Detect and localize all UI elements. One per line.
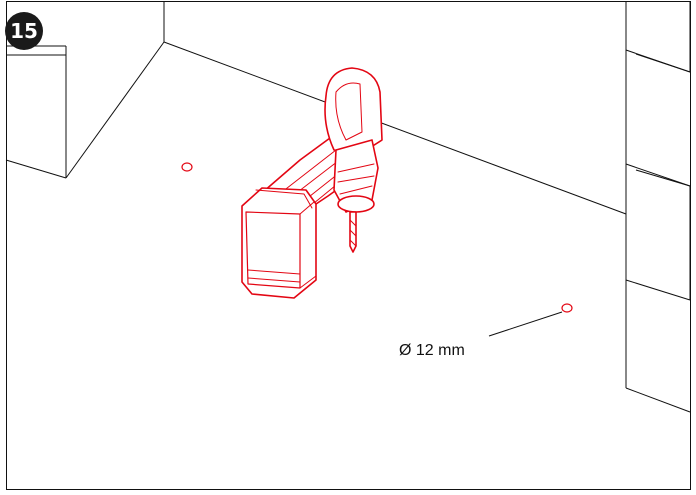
right-wall: [625, 2, 691, 413]
left-wall: [5, 2, 165, 179]
floor-edge: [163, 41, 627, 215]
drill-icon: [241, 67, 383, 299]
hole-diameter-label: Ø 12 mm: [399, 342, 465, 359]
drill-hole-left: [181, 162, 193, 172]
drill-hole-right: [561, 303, 573, 313]
dimension-leader: [488, 311, 563, 337]
step-number-badge: 15: [5, 12, 43, 50]
